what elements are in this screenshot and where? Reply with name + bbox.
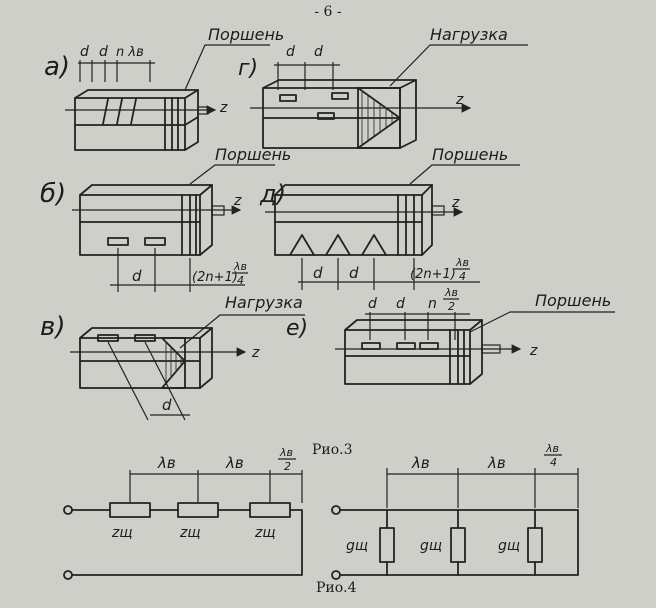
caption-fig4: Рио.4 bbox=[316, 580, 357, 596]
axis-b: z bbox=[233, 193, 242, 209]
panel-g: г) d d Нагрузка z bbox=[238, 25, 528, 149]
dim-d-frac-top: λв bbox=[455, 256, 469, 269]
resistor-left-1 bbox=[109, 502, 151, 518]
waveguide-v bbox=[79, 327, 213, 389]
dim-b-frac-top: λв bbox=[233, 260, 247, 273]
dim-e-frac-top: λв bbox=[444, 286, 458, 299]
right-end-bot: 4 bbox=[550, 456, 557, 469]
terminal-right-top bbox=[331, 505, 341, 515]
axis-g: z bbox=[455, 92, 464, 108]
resistor-left-2 bbox=[177, 502, 219, 518]
dim-a-d2: d bbox=[99, 44, 108, 60]
slot-b2 bbox=[144, 237, 166, 246]
callout-v: Нагрузка bbox=[225, 293, 303, 312]
slot-e1 bbox=[361, 342, 381, 350]
axis-v: z bbox=[251, 345, 260, 361]
terminal-right-bot bbox=[331, 570, 341, 580]
left-span1: λв bbox=[157, 454, 176, 472]
left-res3-label: zщ bbox=[254, 525, 276, 541]
terminal-left-bot bbox=[63, 570, 73, 580]
admittance-right-2 bbox=[450, 527, 466, 563]
panel-d-label: д) bbox=[259, 180, 286, 208]
callout-a: Поршень bbox=[208, 25, 284, 44]
dim-g-d2: d bbox=[314, 44, 323, 60]
admittance-right-3 bbox=[527, 527, 543, 563]
dim-b-d: d bbox=[132, 267, 142, 285]
dim-a-d1: d bbox=[80, 44, 89, 60]
slot-e3 bbox=[419, 342, 439, 350]
slot-g3 bbox=[331, 92, 349, 100]
right-span2: λв bbox=[487, 454, 506, 472]
dim-e-frac-bot: 2 bbox=[448, 300, 455, 313]
panel-v: в) d Нагрузка z bbox=[40, 293, 305, 421]
dim-b-formula: (2n+1) bbox=[192, 270, 238, 285]
dim-a-nlb: n λв bbox=[116, 45, 144, 60]
left-end-top: λв bbox=[279, 446, 293, 459]
axis-a: z bbox=[219, 100, 228, 116]
panel-v-label: в) bbox=[40, 312, 65, 342]
dim-g-d1: d bbox=[286, 44, 295, 60]
page-number: - 6 - bbox=[314, 4, 342, 20]
slot-g1 bbox=[279, 94, 297, 102]
slot-e2 bbox=[396, 342, 416, 350]
dim-e-d2: d bbox=[396, 296, 405, 312]
callout-d: Поршень bbox=[432, 145, 508, 164]
callout-b: Поршень bbox=[215, 145, 291, 164]
right-res3-label: gщ bbox=[498, 538, 520, 554]
left-res2-label: zщ bbox=[179, 525, 201, 541]
panel-e: е) d d n λв 2 Поршень z bbox=[286, 286, 615, 385]
right-span1: λв bbox=[411, 454, 430, 472]
load-g bbox=[357, 87, 401, 149]
right-res1-label: gщ bbox=[346, 538, 368, 554]
slots-a bbox=[102, 98, 137, 125]
panel-d: д) d d (2n+1) λв 4 Поршень z bbox=[259, 145, 520, 290]
slots-d bbox=[289, 234, 387, 256]
circuit-right: λв λв λв 4 gщ gщ gщ bbox=[331, 442, 579, 580]
axis-d: z bbox=[451, 195, 460, 211]
slot-v1 bbox=[97, 334, 119, 342]
circuit-left: λв λв λв 2 zщ zщ zщ bbox=[63, 446, 303, 580]
resistor-left-3 bbox=[249, 502, 291, 518]
panel-e-label: е) bbox=[286, 316, 308, 341]
dim-d-frac-bot: 4 bbox=[459, 270, 466, 283]
panel-a-label: а) bbox=[44, 52, 70, 82]
left-span2: λв bbox=[225, 454, 244, 472]
right-res2-label: gщ bbox=[420, 538, 442, 554]
panel-b-label: б) bbox=[40, 179, 66, 209]
dim-d-formula: (2n+1) bbox=[410, 267, 456, 282]
slot-b1 bbox=[107, 237, 129, 246]
dim-d-d2: d bbox=[349, 264, 359, 282]
admittance-right-1 bbox=[379, 527, 395, 563]
left-res1-label: zщ bbox=[111, 525, 133, 541]
slot-v2 bbox=[134, 334, 156, 342]
left-end-bot: 2 bbox=[284, 460, 291, 473]
dim-d-d1: d bbox=[313, 264, 323, 282]
dim-v-d: d bbox=[162, 396, 172, 414]
waveguide-d bbox=[274, 184, 433, 256]
dim-e-d1: d bbox=[368, 296, 377, 312]
callout-e: Поршень bbox=[535, 291, 611, 310]
load-v bbox=[161, 337, 186, 389]
slot-g2 bbox=[317, 112, 335, 120]
right-end-top: λв bbox=[545, 442, 559, 455]
axis-e: z bbox=[529, 343, 538, 359]
waveguide-e bbox=[344, 319, 483, 385]
caption-fig3: Рио.3 bbox=[312, 442, 353, 458]
panel-g-label: г) bbox=[238, 56, 258, 81]
dim-e-n: n bbox=[428, 296, 437, 312]
callout-g: Нагрузка bbox=[430, 25, 508, 44]
dim-b-frac-bot: 4 bbox=[237, 274, 244, 287]
panel-b: б) d (2n+1) λв 4 Поршень z bbox=[40, 145, 291, 292]
terminal-left-top bbox=[63, 505, 73, 515]
panel-a: а) d d n λв Поршень z bbox=[44, 25, 284, 151]
